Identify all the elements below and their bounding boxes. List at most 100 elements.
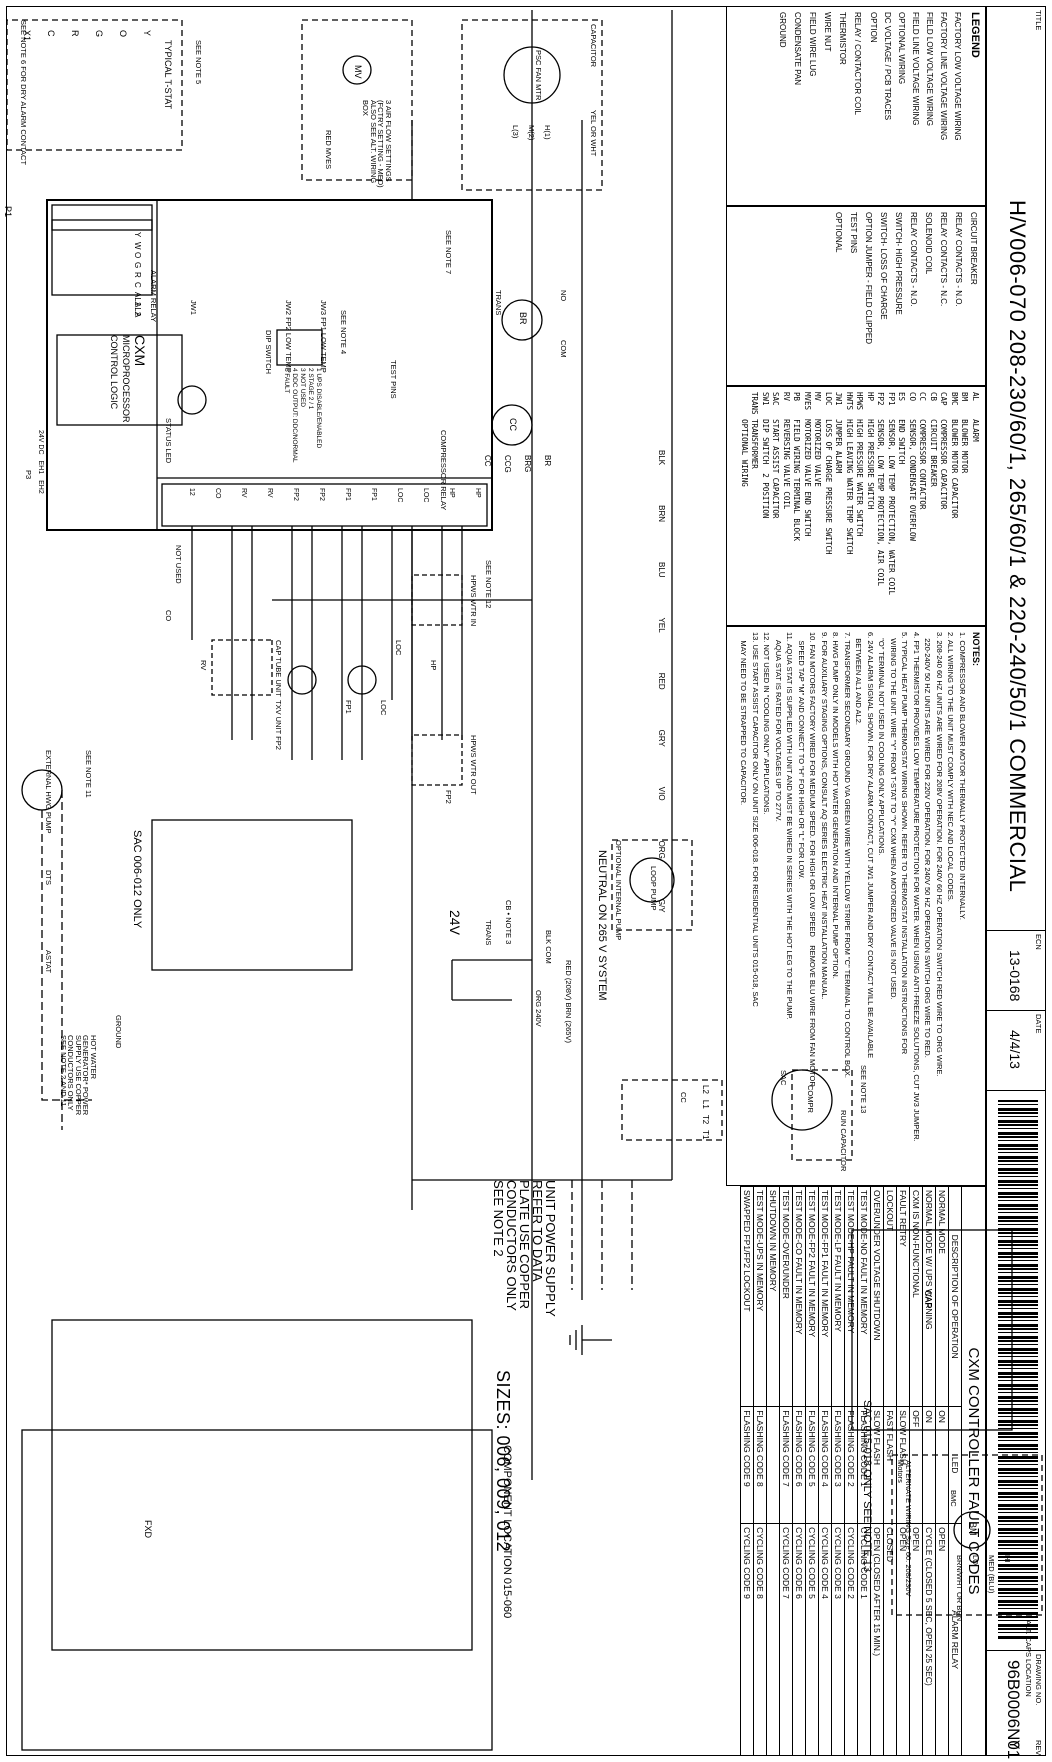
hpws-in-label: HPWS WTR IN: [469, 575, 478, 627]
hwg-pump-label: EXTERNAL HWG PUMP: [44, 750, 53, 834]
br-relay-circle: [501, 299, 543, 341]
blk-com-label: BLK COM: [544, 930, 553, 964]
p1-terminal: Y: [133, 232, 142, 238]
fan-tap: H(1): [543, 125, 552, 140]
p1-terminal: C: [133, 282, 142, 288]
sac-006-drawing: [151, 819, 353, 971]
power-supply-label: UNIT POWER SUPPLY REFER TO DATA PLATE US…: [491, 1180, 558, 1317]
cap-tube-label: CAP TUBE UNIT: [274, 640, 283, 697]
fan-tap: L(3): [511, 125, 520, 139]
fxd-label: FXD: [143, 1520, 153, 1538]
ground-symbol: [569, 1325, 612, 1355]
run-cap-label: RUN CAPACITOR: [839, 1110, 848, 1172]
dip-switch-title: DIP SWITCH: [264, 330, 273, 375]
cap-label: CAP: [923, 1290, 933, 1309]
air-flow-label: 3 AIR FLOW SETTINGS (FCTRY SETTING - MED…: [361, 100, 394, 188]
wire-color: VIO: [657, 786, 666, 801]
wire-color-labels: BLKBRNBLUYELREDGRYVIOORGG/Y: [654, 450, 672, 953]
p1-terminal-block: [51, 204, 153, 296]
fan-motor-box: [461, 19, 603, 191]
fan-tap: M(2): [527, 125, 536, 141]
fp2-label: FP2: [444, 790, 453, 804]
rv-label: RV: [199, 660, 208, 671]
ground-label: GROUND: [114, 1015, 123, 1049]
top-pin: BRG: [523, 455, 532, 473]
sac-015-label: SAC 015-018 ONLY SEE NOTE 13: [861, 1400, 873, 1573]
wire-color: ORG: [657, 840, 666, 859]
org-240-label: ORG 240V: [534, 990, 543, 1027]
yel-or-wht-label: YEL OR WHT: [589, 110, 598, 157]
br-relay-label: BR: [518, 312, 528, 325]
bottom-terminal: FP1: [370, 488, 377, 501]
bottom-terminal: 12: [188, 488, 195, 496]
tstat-label: TYPICAL T-STAT: [163, 40, 173, 110]
wire-color: BLK: [657, 450, 666, 466]
p1-terminal: AL2: [133, 302, 142, 317]
see-note-5: SEE NOTE 5: [194, 40, 203, 85]
sac-006-label: SAC 006-012 ONLY: [131, 830, 143, 929]
alt-tap: LO: [971, 1555, 980, 1566]
bottom-terminal: HP: [474, 488, 481, 498]
hot-water-gen-label: HOT WATER GENERATOR* POWER SUPPLY USE CO…: [59, 1035, 98, 1116]
alt-tap-labels: HI MED (BLU) LO BRN/WHT OR BRN: [948, 1555, 1012, 1621]
top-pin: BR: [543, 455, 552, 467]
p1-terminal: G: [133, 262, 142, 269]
dip-switch-item: 3 NOT USED: [299, 368, 306, 407]
see-note-12: SEE NOTE 12: [484, 560, 493, 609]
tstat-terminal: C: [46, 30, 56, 37]
cxm-subtitle-2: CONTROL LOGIC: [109, 335, 119, 410]
loc-label: LOC: [379, 700, 388, 716]
jw1-label: JW1: [189, 300, 198, 315]
jw2-label: JW2 FP2 LOW TEMP: [284, 300, 293, 373]
contactor-terminal-labels: L2L1T2T1: [698, 1085, 716, 1146]
alt-tap: HI: [1003, 1555, 1012, 1563]
jw3-label: JW3 FP1 LOW TEMP: [319, 300, 328, 373]
bottom-terminal: LOC: [422, 488, 429, 503]
tstat-box: [6, 19, 183, 151]
bottom-terminal: CO: [214, 488, 221, 499]
co-label: CO: [164, 610, 173, 622]
contactor-terminal: T2: [701, 1114, 710, 1125]
neutral-label: NEUTRAL ON 265 V SYSTEM: [596, 850, 608, 1001]
see-note-trans: TRANS: [494, 290, 503, 316]
no-label: NO: [559, 290, 568, 302]
wire-color: RED: [657, 672, 666, 690]
see-note-6: SEE NOTE 6 FOR DRY ALARM CONTACT: [19, 20, 28, 166]
p1-label: P1: [3, 206, 13, 218]
compressor-label: COMPR: [806, 1085, 815, 1113]
see-note-11: SEE NOTE 11: [84, 750, 93, 798]
trans-label: TRANS: [484, 920, 493, 946]
p1-terminal: W: [133, 242, 142, 250]
dip-switch-item: 5 FAULT: [283, 368, 290, 394]
alt-tap: BRN/WHT OR BRN: [955, 1555, 964, 1622]
cxm-subtitle-1: MICROPROCESSOR: [121, 335, 131, 423]
p1-terminal: O: [133, 252, 142, 259]
cxm-board-outline: [46, 199, 493, 531]
com-label: COM: [559, 340, 568, 358]
tstat-terminal: O: [118, 30, 128, 38]
bottom-terminal: RV: [266, 488, 273, 498]
p3-label: P3: [24, 470, 33, 480]
dip-switch-item: 2 STAGE 2 / 1: [307, 368, 314, 410]
sizes-panel: [51, 1319, 473, 1651]
contactor-terminal: T1: [701, 1130, 710, 1140]
alt-wiring-label: ALTERNATE WIRING Size 60: 208/230V Motor…: [896, 1460, 914, 1597]
dip-switch-item: 1 UPS DISABLE/ENABLED: [315, 368, 322, 449]
wire-color: YEL: [657, 617, 666, 633]
red-208-label: RED (208V) BRN (265V): [564, 960, 573, 1043]
optional-pump-label: OPTIONAL INTERNAL PUMP: [614, 840, 623, 941]
bottom-terminal: FP2: [318, 488, 325, 501]
mv-box: [301, 19, 413, 181]
contactor-terminal: L1: [701, 1099, 710, 1109]
alt-tap: MED (BLU): [987, 1555, 996, 1594]
p2-terminal: EH2: [37, 480, 44, 494]
v24-label: 24V: [447, 910, 463, 935]
bmc-label: BMC: [949, 1490, 958, 1507]
p1-terminal: R: [133, 272, 142, 278]
tstat-terminal: R: [70, 30, 80, 37]
fan-tap-labels: H(1) M(2) L(3): [504, 125, 552, 140]
